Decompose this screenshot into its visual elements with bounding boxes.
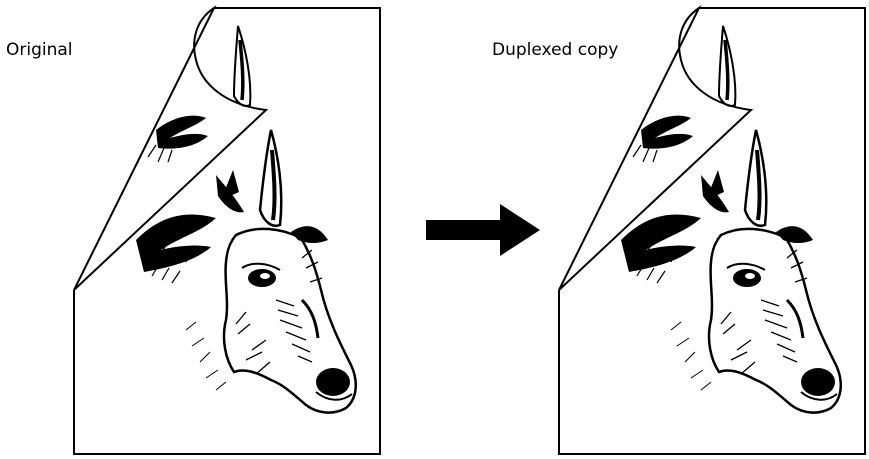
duplexed-copy-label: Duplexed copy — [492, 40, 621, 60]
duplexed-copy-page — [558, 5, 866, 455]
original-label: Original — [6, 40, 73, 60]
right-arrow-icon — [426, 204, 540, 256]
original-page — [73, 5, 381, 455]
